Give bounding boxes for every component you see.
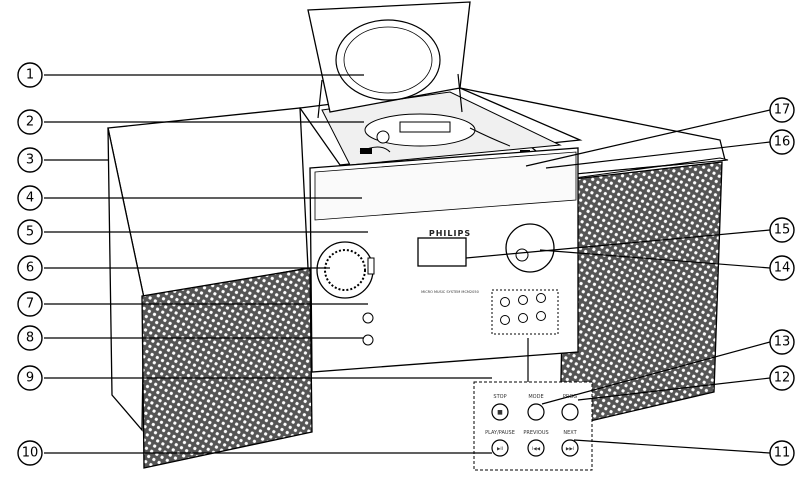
display-panel — [417, 237, 467, 267]
front-button-upper[interactable] — [362, 312, 374, 324]
next-label: NEXT — [563, 430, 577, 436]
leader-lines — [44, 74, 771, 454]
callout-10: 10 — [17, 440, 43, 466]
callout-6-number: 6 — [26, 261, 34, 276]
callout-9: 9 — [17, 365, 43, 391]
front-button-lower[interactable] — [362, 334, 374, 346]
callout-1-number: 1 — [26, 68, 34, 83]
callout-16-number: 16 — [774, 135, 791, 150]
left-speaker-grille — [141, 267, 313, 469]
callout-1: 1 — [17, 62, 43, 88]
callout-16: 16 — [769, 129, 795, 155]
callout-15-number: 15 — [774, 223, 791, 238]
mode-button[interactable]: MODE — [527, 394, 545, 421]
callout-14: 14 — [769, 255, 795, 281]
callout-8-number: 8 — [26, 331, 34, 346]
prog-button[interactable]: PROG — [561, 394, 579, 421]
callout-11: 11 — [769, 440, 795, 466]
play-pause-label: PLAY/PAUSE — [485, 430, 515, 436]
tuning-dial[interactable] — [505, 223, 555, 273]
next-button[interactable]: NEXT ▶▶I — [561, 430, 579, 457]
play-pause-button[interactable]: PLAY/PAUSE ▶II — [485, 430, 515, 457]
next-icon: ▶▶I — [566, 446, 574, 452]
mode-label: MODE — [528, 394, 543, 400]
callout-12-number: 12 — [774, 371, 791, 386]
button-inset: STOP ■ MODE PROG PLAY/PAUSE ▶II PREVIOUS… — [473, 381, 593, 471]
callout-14-number: 14 — [774, 261, 791, 276]
previous-icon: I◀◀ — [532, 446, 541, 452]
callout-15: 15 — [769, 217, 795, 243]
callout-13-number: 13 — [774, 335, 791, 350]
callout-3-number: 3 — [26, 153, 34, 168]
callout-2-number: 2 — [26, 115, 34, 130]
callout-13: 13 — [769, 329, 795, 355]
prog-label: PROG — [563, 394, 577, 400]
stop-label: STOP — [493, 394, 506, 400]
callout-7: 7 — [17, 291, 43, 317]
callout-5-number: 5 — [26, 225, 34, 240]
callout-3: 3 — [17, 147, 43, 173]
callout-4: 4 — [17, 185, 43, 211]
left-speaker — [107, 107, 313, 469]
previous-button[interactable]: PREVIOUS I◀◀ — [523, 430, 549, 457]
callout-12: 12 — [769, 365, 795, 391]
callout-6: 6 — [17, 255, 43, 281]
cd-lid — [307, 1, 471, 119]
callout-5: 5 — [17, 219, 43, 245]
stop-button[interactable]: STOP ■ — [491, 394, 509, 421]
callout-11-number: 11 — [774, 446, 791, 461]
button-cluster — [491, 289, 559, 335]
play-pause-icon: ▶II — [497, 446, 503, 452]
callout-7-number: 7 — [26, 297, 34, 312]
right-speaker — [459, 87, 729, 429]
previous-label: PREVIOUS — [523, 430, 548, 436]
callout-9-number: 9 — [26, 371, 34, 386]
model-caption: MICRO MUSIC SYSTEM MCM2050 — [421, 290, 479, 294]
callout-8: 8 — [17, 325, 43, 351]
callout-17: 17 — [769, 97, 795, 123]
brand-logo: PHILIPS — [429, 229, 471, 238]
callout-4-number: 4 — [26, 191, 34, 206]
callout-2: 2 — [17, 109, 43, 135]
callout-10-number: 10 — [22, 446, 39, 461]
callout-17-number: 17 — [774, 103, 791, 118]
stop-icon: ■ — [497, 409, 503, 416]
